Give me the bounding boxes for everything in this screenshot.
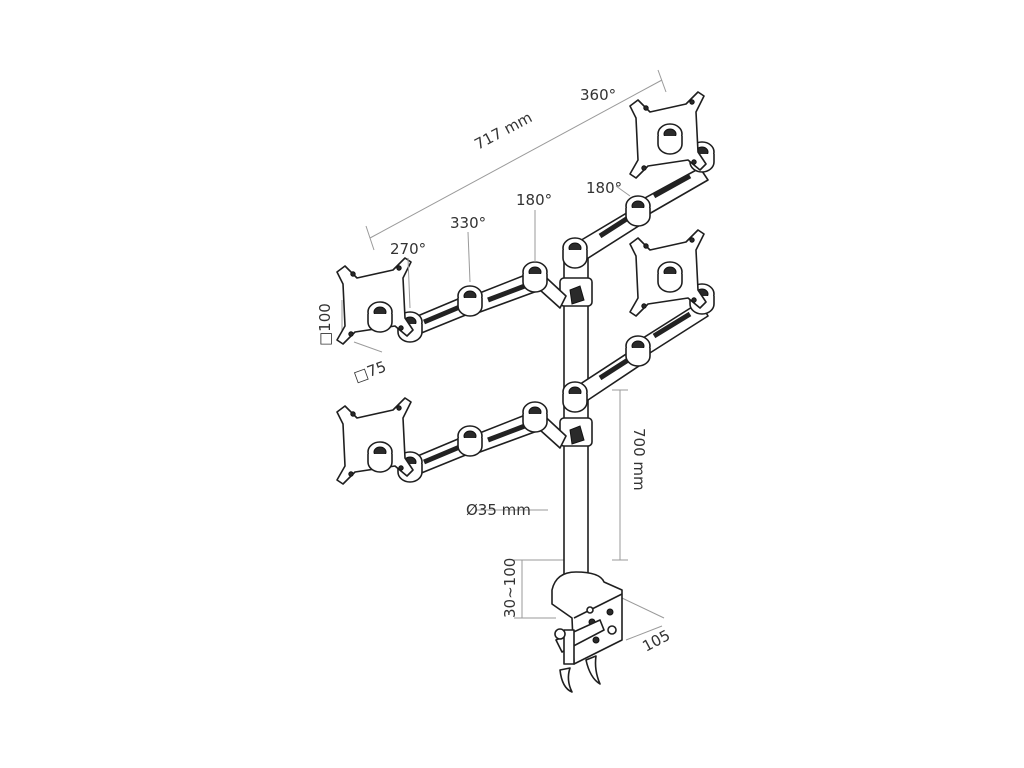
desk-clamp xyxy=(551,571,623,693)
label-vesa-75: □75 xyxy=(351,357,388,385)
label-pole-diameter: Ø35 mm xyxy=(466,501,531,519)
label-width-total: 717 mm xyxy=(471,108,535,153)
label-rotation-360: 360° xyxy=(580,86,616,104)
arm-lower-right xyxy=(562,229,715,413)
label-rotation-pole-joint: 180° xyxy=(516,191,552,209)
label-pole-height: 700 mm xyxy=(630,428,648,491)
label-clamp-depth: 105 xyxy=(639,626,673,655)
arm-lower-left xyxy=(336,397,567,485)
upper-collar xyxy=(559,277,593,307)
leader-lines xyxy=(407,185,631,309)
dimension-lines xyxy=(341,69,667,641)
label-rotation-upper-arm: 180° xyxy=(586,179,622,197)
label-rotation-270: 270° xyxy=(390,240,426,258)
lower-collar xyxy=(559,417,593,447)
arm-top-right xyxy=(562,91,715,269)
arm-upper-left xyxy=(336,257,567,345)
label-rotation-330: 330° xyxy=(450,214,486,232)
label-vesa-100: □100 xyxy=(316,303,334,346)
label-clamp-range: 30~100 xyxy=(501,558,519,618)
